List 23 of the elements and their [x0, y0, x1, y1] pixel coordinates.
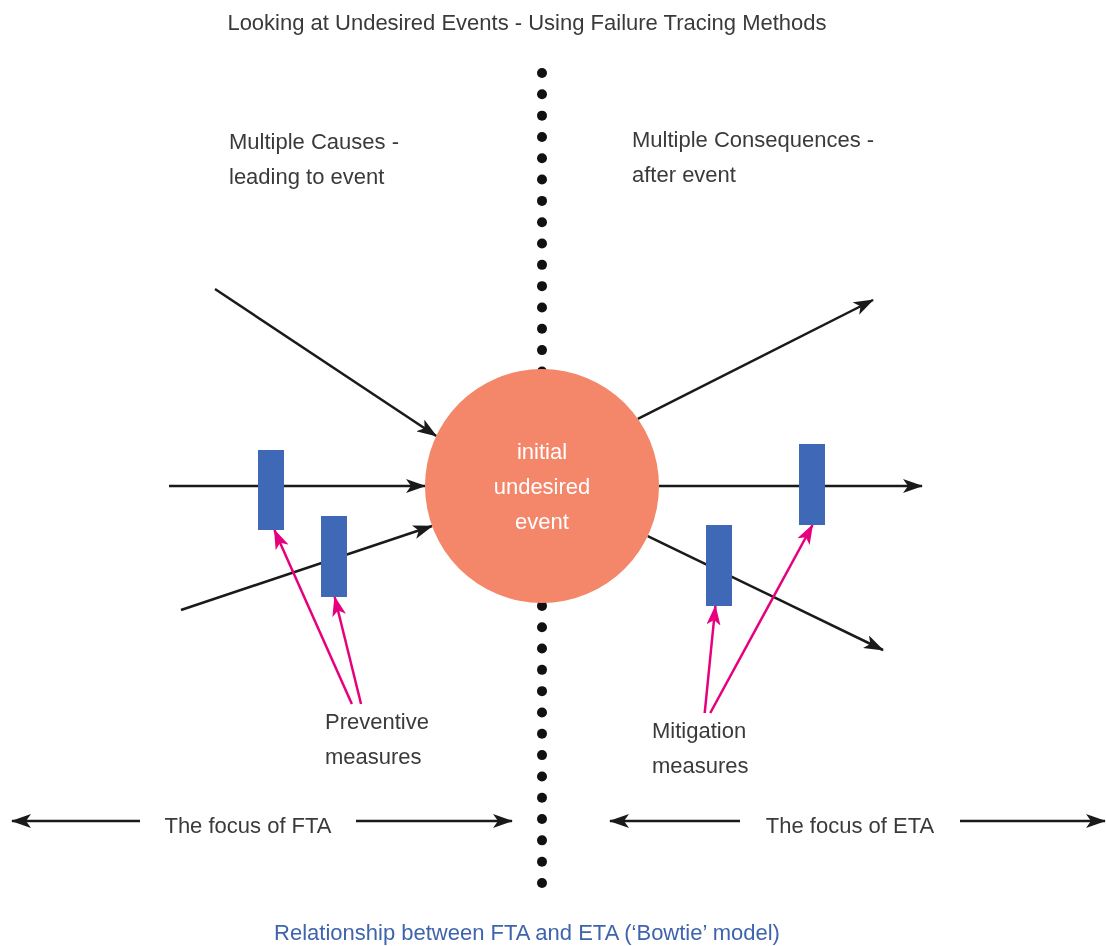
node-label: initial undesired event: [492, 437, 592, 536]
section-heading: Multiple Causes - leading to event: [229, 128, 400, 191]
arrow: [637, 298, 874, 420]
node-label: Mitigation measures: [652, 717, 750, 780]
barrier-bar: [799, 444, 825, 525]
diagram-title: Looking at Undesired Events - Using Failure Tracing Methods: [226, 9, 828, 37]
barrier-bar: [706, 525, 732, 606]
barrier-bar: [321, 516, 347, 597]
arrow: [273, 529, 353, 705]
arrow: [659, 479, 923, 493]
node-label: Preventive measures: [325, 708, 430, 771]
arrow: [169, 479, 426, 493]
caption: Relationship between FTA and ETA (‘Bowtie’ model): [273, 919, 781, 946]
arrow: [332, 596, 363, 705]
focus-label: The focus of FTA: [163, 812, 333, 840]
arrow: [647, 535, 884, 652]
arrow: [214, 287, 438, 437]
section-heading: Multiple Consequences - after event: [632, 126, 876, 189]
arrow: [709, 524, 814, 714]
focus-label: The focus of ETA: [764, 812, 936, 840]
barrier-bar: [258, 450, 284, 530]
arrow: [703, 605, 721, 714]
arrow: [180, 524, 433, 612]
